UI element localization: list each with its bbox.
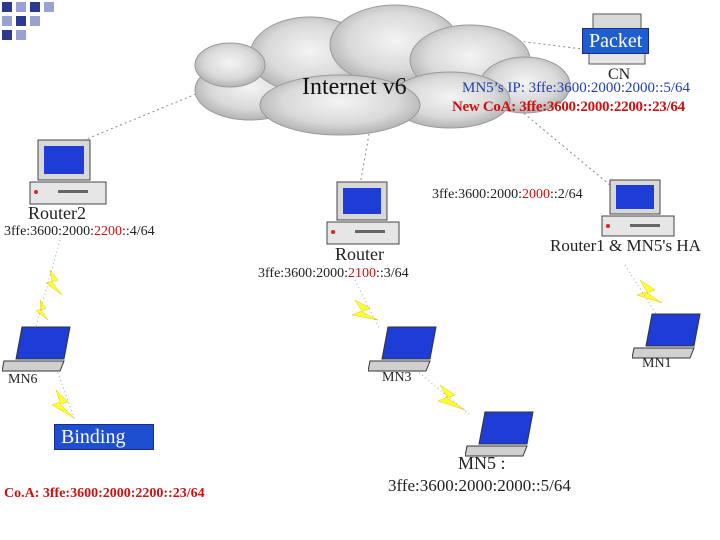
- link-cn-cloud: [509, 39, 591, 51]
- deco-square-8: [2, 30, 12, 40]
- deco-square-4: [44, 2, 54, 12]
- bolt-router2-2: [35, 299, 49, 321]
- mn5-laptop-icon: [465, 411, 534, 457]
- bolt-router1-1: [636, 279, 663, 304]
- mn1-laptop-icon: [632, 313, 701, 359]
- router1-prefix-part2: ::2/64: [549, 187, 583, 202]
- packet-label: Packet: [582, 28, 650, 54]
- mn3-label: MN3: [382, 370, 412, 385]
- binding-label: Binding: [54, 424, 154, 450]
- coa-label: Co.A: 3ffe:3600:2000:2200::23/64: [4, 486, 205, 501]
- cloud-label: Internet v6: [302, 74, 407, 100]
- router2-prefix-part1: 3ffe:3600:2000:: [4, 224, 94, 239]
- router1-prefix-highlight: 2000: [521, 187, 550, 202]
- cn-mn5-ip: MN5’s IP: 3ffe:3600:2000:2000::5/64: [462, 80, 691, 96]
- router2-prefix: 3ffe:3600:2000:2200::4/64: [4, 224, 155, 240]
- deco-square-2: [16, 2, 26, 12]
- router1-prefix-part1: 3ffe:3600:2000:: [432, 187, 522, 202]
- internet-cloud: [194, 4, 571, 136]
- router2-prefix-highlight: 2200: [93, 224, 122, 239]
- bolt-mn6-binding: [51, 389, 75, 419]
- mn3-laptop-icon: [368, 326, 437, 372]
- deco-square-3: [30, 2, 40, 12]
- mn5-address: 3ffe:3600:2000:2000::5/64: [388, 476, 571, 495]
- router-prefix: 3ffe:3600:2000:2100::3/64: [258, 266, 409, 282]
- router1-label: Router1 & MN5's HA: [550, 236, 701, 255]
- wireless-bolts: [35, 269, 663, 419]
- router2-prefix-part2: ::4/64: [121, 224, 155, 239]
- router1-computer-icon: [601, 179, 675, 237]
- deco-square-7: [30, 16, 40, 26]
- link-router1-cloud: [519, 109, 611, 186]
- mn6-laptop-icon: [2, 326, 71, 372]
- link-router2-cloud: [59, 79, 231, 151]
- bolt-mn3-1: [437, 384, 466, 411]
- bolt-router2-1: [45, 269, 63, 296]
- router2-label: Router2: [28, 203, 86, 223]
- router-prefix-part1: 3ffe:3600:2000:: [258, 266, 348, 281]
- wireless-dotted-links: [34, 239, 661, 421]
- router-prefix-highlight: 2100: [347, 266, 376, 281]
- router-label: Router: [335, 244, 384, 264]
- router-computer-icon: [326, 181, 400, 245]
- cn-new-coa: New CoA: 3ffe:3600:2000:2200::23/64: [452, 99, 685, 115]
- bolt-router-1: [351, 299, 379, 321]
- mn5-title: MN5 :: [458, 453, 506, 473]
- router1-prefix: 3ffe:3600:2000:2000::2/64: [432, 187, 583, 203]
- deco-square-9: [16, 30, 26, 40]
- deco-square-5: [2, 16, 12, 26]
- deco-square-1: [2, 2, 12, 12]
- cn-label: CN: [608, 66, 631, 83]
- router2-computer-icon: [29, 139, 107, 205]
- deco-square-6: [16, 16, 26, 26]
- mn1-label: MN1: [642, 356, 672, 371]
- router-prefix-part2: ::3/64: [375, 266, 409, 281]
- mn6-label: MN6: [8, 372, 38, 387]
